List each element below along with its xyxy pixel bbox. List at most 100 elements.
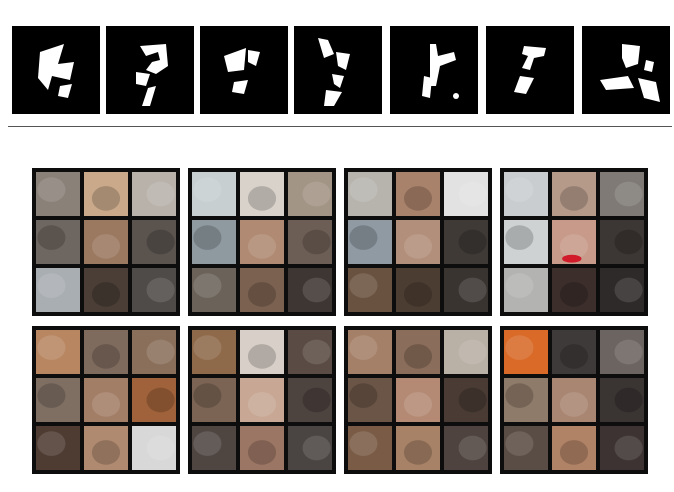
face-patch — [132, 330, 176, 374]
face-patch — [36, 330, 80, 374]
digit-strip — [0, 0, 674, 126]
face-patch — [240, 220, 284, 264]
face-patch — [348, 426, 392, 470]
face-patch — [600, 426, 644, 470]
digit-tile-7 — [582, 26, 670, 114]
face-patch — [36, 378, 80, 422]
face-patch — [192, 378, 236, 422]
face-patch — [84, 172, 128, 216]
face-patch — [288, 172, 332, 216]
face-patch — [36, 172, 80, 216]
face-patch — [348, 378, 392, 422]
face-patch — [132, 426, 176, 470]
digit-tile-1 — [12, 26, 100, 114]
face-patch — [444, 220, 488, 264]
face-patch — [348, 268, 392, 312]
face-patch — [552, 330, 596, 374]
digit-tile-4 — [294, 26, 382, 114]
face-patch — [192, 172, 236, 216]
face-patch — [288, 330, 332, 374]
scrambled-digit-patch-icon — [38, 44, 74, 98]
face-patch — [240, 172, 284, 216]
face-patch — [444, 172, 488, 216]
face-grid-1 — [32, 168, 180, 316]
face-patch — [600, 378, 644, 422]
face-patch — [444, 378, 488, 422]
face-patch — [504, 220, 548, 264]
face-patch — [396, 220, 440, 264]
face-grid-5 — [32, 326, 180, 474]
scrambled-digit-patch-icon — [600, 44, 660, 102]
scrambled-face-puzzle-icon — [348, 172, 488, 312]
section-divider — [8, 126, 672, 127]
face-patch — [396, 330, 440, 374]
face-patch — [288, 378, 332, 422]
face-patch — [192, 268, 236, 312]
face-patch — [132, 220, 176, 264]
scrambled-face-puzzle-icon — [504, 172, 644, 312]
face-grid-2 — [188, 168, 336, 316]
face-patch — [132, 172, 176, 216]
face-patch — [444, 426, 488, 470]
face-patch — [444, 330, 488, 374]
scrambled-face-puzzle-icon — [504, 330, 644, 470]
digit-tile-6 — [486, 26, 574, 114]
scrambled-digit-patch-icon — [136, 44, 168, 106]
face-patch — [132, 378, 176, 422]
scrambled-face-puzzle-icon — [192, 172, 332, 312]
lips-highlight — [562, 254, 582, 263]
face-patch — [504, 426, 548, 470]
digit-tile-5 — [390, 26, 478, 114]
face-grid-6 — [188, 326, 336, 474]
face-patch — [84, 330, 128, 374]
face-patch — [504, 330, 548, 374]
face-patch — [396, 426, 440, 470]
face-patch — [552, 172, 596, 216]
scrambled-digit-patch-icon — [224, 48, 260, 94]
face-patch — [504, 378, 548, 422]
face-patch — [600, 220, 644, 264]
scrambled-face-puzzle-icon — [192, 330, 332, 470]
face-patch — [240, 330, 284, 374]
face-patch — [600, 268, 644, 312]
face-patch — [600, 330, 644, 374]
face-patch — [84, 268, 128, 312]
digit-tile-2 — [106, 26, 194, 114]
face-grid-4 — [500, 168, 648, 316]
face-patch — [84, 426, 128, 470]
face-grid-7 — [344, 326, 492, 474]
face-patch — [192, 426, 236, 470]
face-patch — [288, 220, 332, 264]
scrambled-digit-patch-icon — [514, 46, 546, 94]
scrambled-digit-patch-icon — [422, 44, 459, 99]
face-patch — [192, 220, 236, 264]
face-patch — [348, 330, 392, 374]
face-patch — [288, 426, 332, 470]
scrambled-digit-patch-icon — [318, 38, 350, 106]
face-patch — [396, 172, 440, 216]
face-patch — [552, 426, 596, 470]
face-patch — [552, 378, 596, 422]
face-patch — [396, 268, 440, 312]
face-grid-3 — [344, 168, 492, 316]
face-patch — [240, 378, 284, 422]
face-patch — [396, 378, 440, 422]
face-patch — [192, 330, 236, 374]
face-patch — [84, 378, 128, 422]
face-patch — [504, 268, 548, 312]
face-patch — [504, 172, 548, 216]
face-patch — [240, 268, 284, 312]
face-grid-8 — [500, 326, 648, 474]
face-patch — [348, 220, 392, 264]
face-patch — [132, 268, 176, 312]
face-patch — [84, 220, 128, 264]
face-patch — [348, 172, 392, 216]
face-patch — [288, 268, 332, 312]
scrambled-face-puzzle-icon — [36, 172, 176, 312]
digit-tile-3 — [200, 26, 288, 114]
face-patch — [600, 172, 644, 216]
scrambled-face-puzzle-icon — [36, 330, 176, 470]
face-patch — [36, 220, 80, 264]
face-patch — [36, 426, 80, 470]
face-patch — [444, 268, 488, 312]
